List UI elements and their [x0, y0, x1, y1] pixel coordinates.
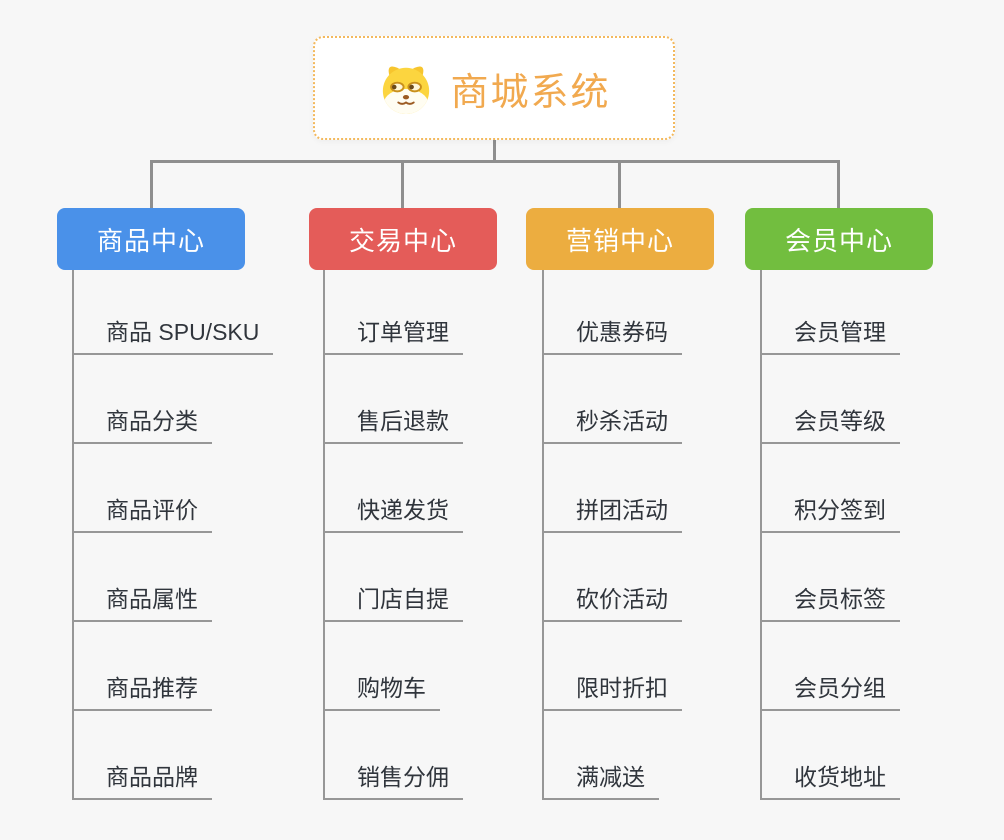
leaf-node-product-recommend[interactable]: 商品推荐: [72, 673, 212, 711]
leaf-node-member-tag[interactable]: 会员标签: [760, 584, 900, 622]
connector-drop-product: [150, 160, 153, 208]
connector-root-stem: [493, 140, 496, 161]
connector-drop-marketing: [618, 160, 621, 208]
leaf-node-full-reduction[interactable]: 满减送: [542, 762, 659, 800]
connector-column-product: [72, 270, 74, 800]
branch-node-member-center[interactable]: 会员中心: [745, 208, 933, 270]
leaf-node-sales-commission[interactable]: 销售分佣: [323, 762, 463, 800]
branch-node-product-center[interactable]: 商品中心: [57, 208, 245, 270]
leaf-node-coupon-code[interactable]: 优惠券码: [542, 317, 682, 355]
leaf-node-product-category[interactable]: 商品分类: [72, 406, 212, 444]
branch-node-trade-center[interactable]: 交易中心: [309, 208, 497, 270]
leaf-node-product-attribute[interactable]: 商品属性: [72, 584, 212, 622]
connector-drop-trade: [401, 160, 404, 208]
leaf-node-product-spu-sku[interactable]: 商品 SPU/SKU: [72, 317, 274, 355]
root-node[interactable]: 商城系统: [313, 36, 675, 140]
connector-column-marketing: [542, 270, 544, 800]
leaf-node-bargain-activity[interactable]: 砍价活动: [542, 584, 682, 622]
leaf-node-after-sale-refund[interactable]: 售后退款: [323, 406, 463, 444]
leaf-node-member-group[interactable]: 会员分组: [760, 673, 900, 711]
leaf-node-product-review[interactable]: 商品评价: [72, 495, 212, 533]
leaf-node-shopping-cart[interactable]: 购物车: [323, 673, 440, 711]
connector-column-member: [760, 270, 762, 800]
root-title: 商城系统: [450, 71, 611, 114]
leaf-node-member-level[interactable]: 会员等级: [760, 406, 900, 444]
leaf-node-limited-discount[interactable]: 限时折扣: [542, 673, 682, 711]
connector-drop-member: [837, 160, 840, 208]
leaf-node-store-pickup[interactable]: 门店自提: [323, 584, 463, 622]
leaf-node-express-delivery[interactable]: 快递发货: [323, 495, 463, 533]
connector-horizontal-rail: [150, 160, 840, 163]
connector-column-trade: [323, 270, 325, 800]
branch-node-marketing-center[interactable]: 营销中心: [526, 208, 714, 270]
leaf-node-points-checkin[interactable]: 积分签到: [760, 495, 900, 533]
leaf-node-group-buy[interactable]: 拼团活动: [542, 495, 682, 533]
leaf-node-member-management[interactable]: 会员管理: [760, 317, 900, 355]
leaf-node-shipping-address[interactable]: 收货地址: [760, 762, 900, 800]
doge-face-icon: [377, 61, 435, 115]
leaf-node-order-management[interactable]: 订单管理: [323, 317, 463, 355]
leaf-node-product-brand[interactable]: 商品品牌: [72, 762, 212, 800]
leaf-node-flash-sale[interactable]: 秒杀活动: [542, 406, 682, 444]
